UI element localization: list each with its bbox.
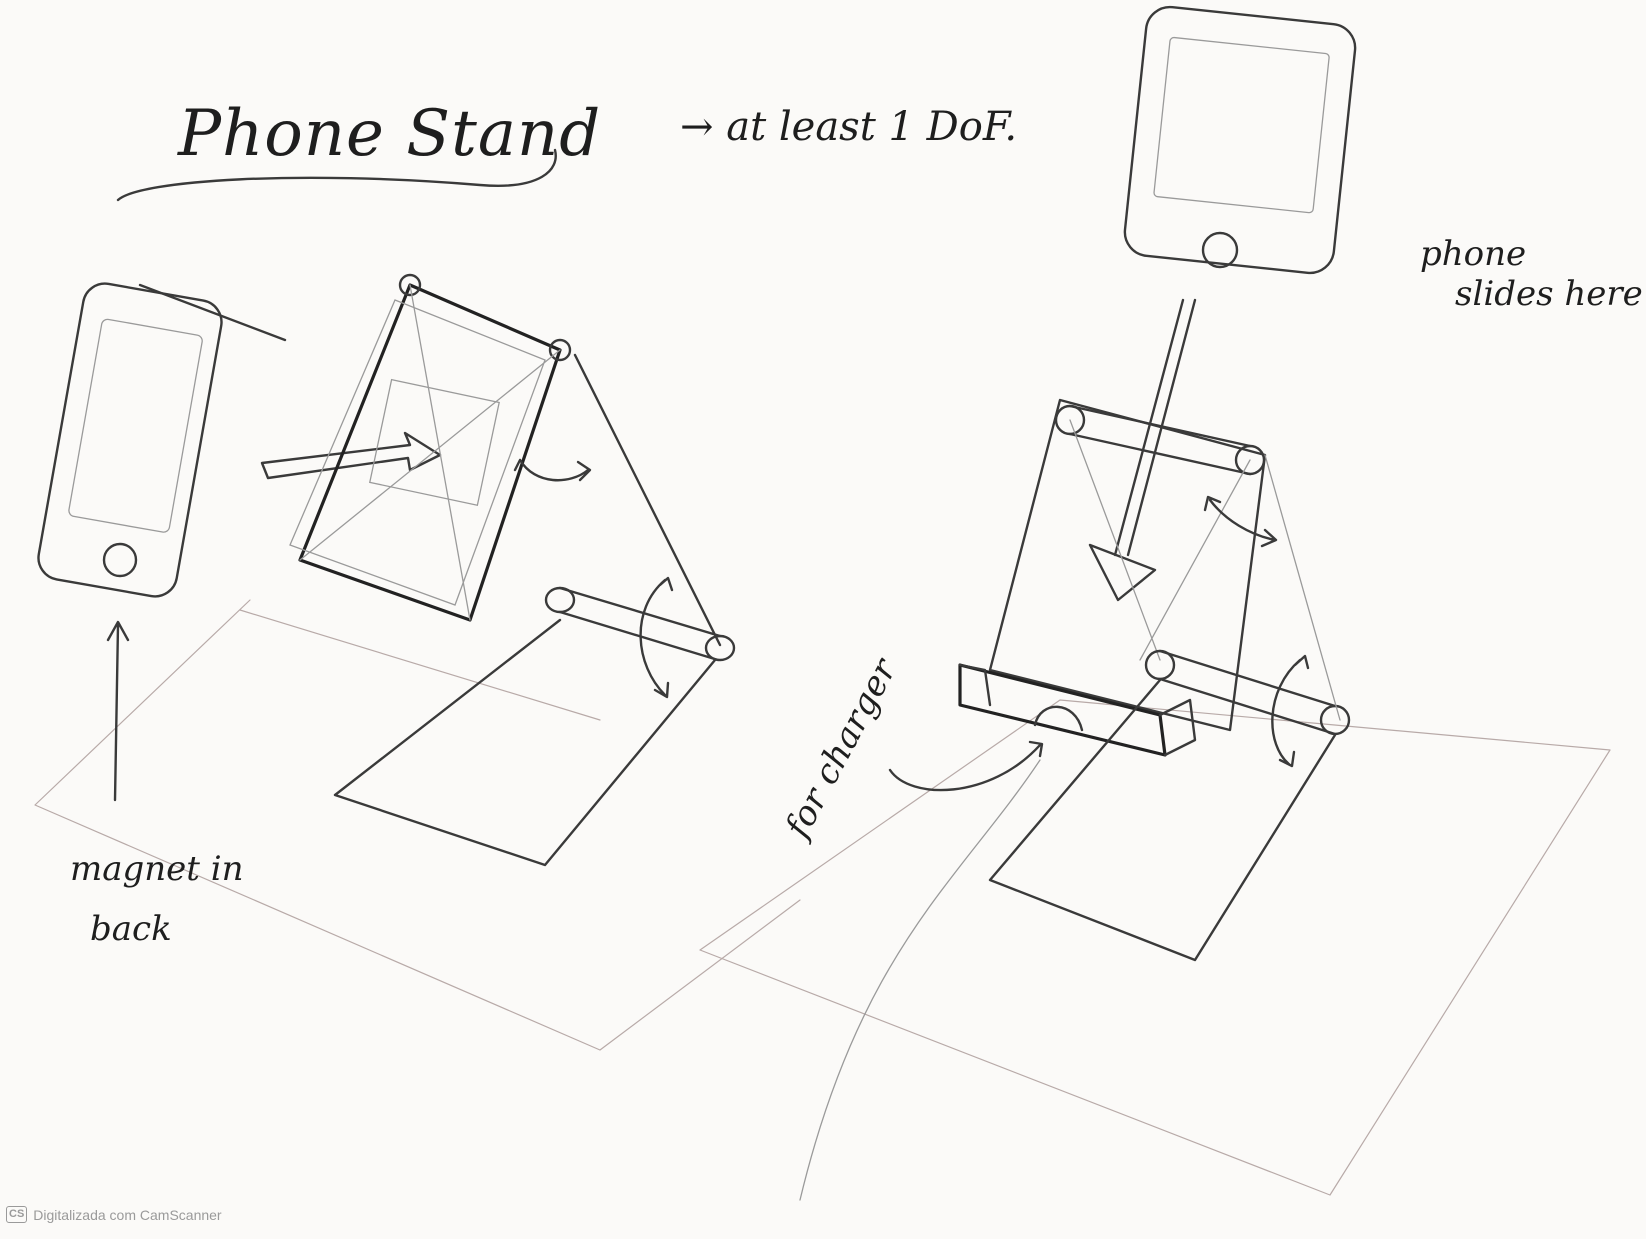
slides-label-line2: slides here (1455, 274, 1643, 314)
left-phone-home-button-icon (104, 544, 136, 576)
charger-pointer-arrow (890, 742, 1042, 790)
sketch-title: Phone Stand (177, 97, 601, 171)
left-table-surface (35, 600, 800, 1050)
magnet-pointer-arrow (108, 622, 128, 800)
right-phone (1123, 5, 1358, 276)
requirement-note: → at least 1 DoF. (680, 104, 1017, 150)
attach-arrow (262, 433, 440, 478)
footer: CS Digitalizada com CamScanner (6, 1206, 222, 1223)
camscanner-logo-icon: CS (6, 1206, 27, 1223)
right-base-plate (990, 680, 1335, 960)
right-phone-home-button-icon (1203, 233, 1237, 267)
right-back-plate (990, 400, 1265, 730)
charger-cable (800, 760, 1040, 1200)
left-phone (35, 280, 285, 600)
footer-text: Digitalizada com CamScanner (33, 1207, 221, 1223)
right-hinge-rotation-arrow-icon (1272, 656, 1308, 766)
magnet-label-line1: magnet in (70, 849, 244, 889)
left-plate-rotation-arrow-icon (515, 460, 590, 480)
right-rear-support (1265, 455, 1340, 720)
left-hinge (546, 578, 734, 697)
slides-label-line1: phone (1420, 234, 1526, 274)
right-concept: phone slides here for charger (700, 5, 1643, 1200)
title-group: Phone Stand → at least 1 DoF. (118, 97, 1017, 200)
left-concept: magnet in back (35, 275, 800, 1050)
magnet-label-line2: back (90, 909, 172, 949)
charger-label: for charger (776, 651, 905, 847)
